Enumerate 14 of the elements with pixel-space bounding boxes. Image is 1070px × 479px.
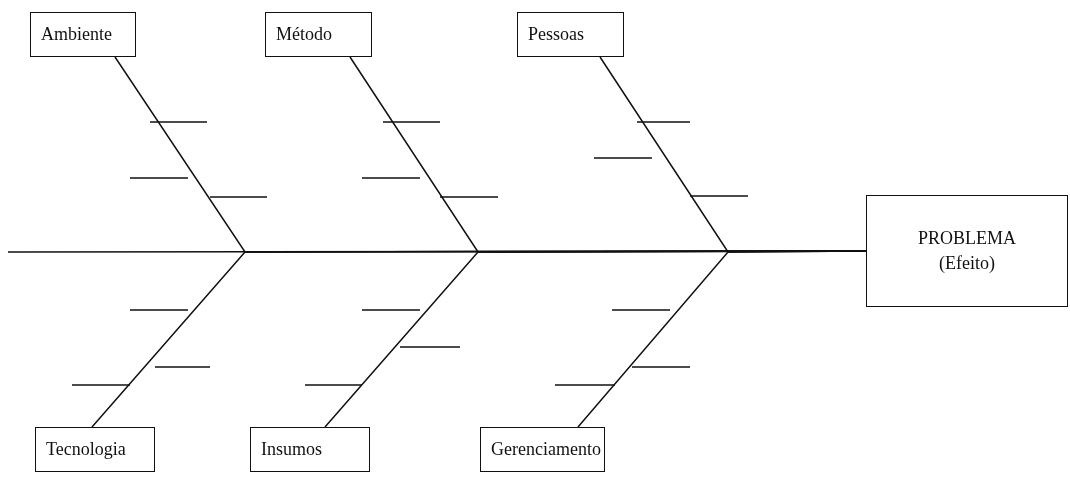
category-box — [250, 427, 370, 472]
category-label: Ambiente — [41, 24, 112, 45]
category-box — [35, 427, 155, 472]
category-label: Tecnologia — [46, 439, 126, 460]
effect-box — [866, 195, 1068, 307]
category-box — [480, 427, 605, 472]
category-box — [265, 12, 372, 57]
category-label: Insumos — [261, 439, 322, 460]
category-label: Gerenciamento — [491, 439, 601, 460]
category-label: Pessoas — [528, 24, 584, 45]
category-box — [517, 12, 624, 57]
category-label: Método — [276, 24, 332, 45]
effect-label: PROBLEMA (Efeito) — [917, 226, 1017, 275]
category-box — [30, 12, 136, 57]
